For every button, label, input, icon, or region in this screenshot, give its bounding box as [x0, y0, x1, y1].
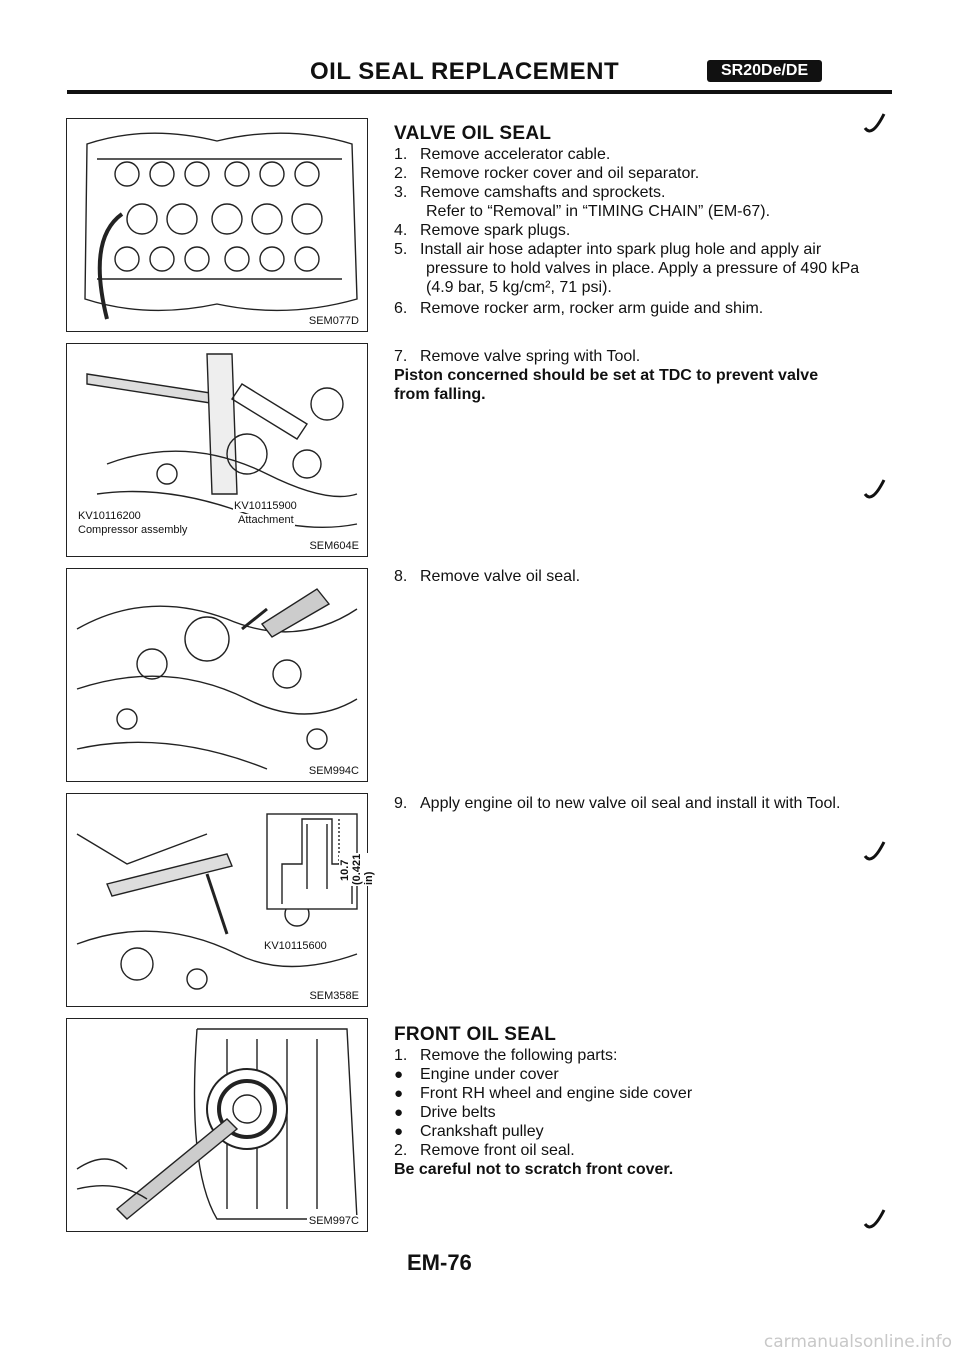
cylinder-head-illustration [84, 132, 358, 320]
step-text: Remove accelerator cable. [420, 146, 611, 163]
check-mark-icon [863, 479, 886, 499]
step-text: Remove valve spring with Tool. [420, 348, 641, 365]
step-7-warning-line-1: Piston concerned should be set at TDC to… [394, 367, 819, 384]
bullet-text: Front RH wheel and engine side cover [420, 1085, 693, 1102]
valve-oil-seal-heading: VALVE OIL SEAL [394, 123, 552, 144]
figure-code: SEM997C [306, 1215, 361, 1227]
step-text: Install air hose adapter into spark plug… [420, 241, 822, 258]
step-text: Remove front oil seal. [420, 1142, 575, 1159]
step-2: 2. Remove rocker cover and oil separator. [394, 165, 894, 183]
check-mark-icon [863, 113, 886, 133]
check-mark-icon [863, 841, 886, 861]
step-number: 2. [394, 165, 408, 182]
page-number: EM-76 [407, 1250, 472, 1275]
seal-height-in: (0.421 in) [351, 852, 375, 886]
step-6: 6. Remove rocker arm, rocker arm guide an… [394, 300, 894, 318]
figure-cylinder-head: SEM077D [66, 118, 368, 332]
front-oil-seal-heading: FRONT OIL SEAL [394, 1024, 557, 1045]
step-7-warning-line-2: from falling. [394, 386, 486, 403]
step-text: Apply engine oil to new valve oil seal a… [420, 795, 841, 812]
figure-code: SEM358E [307, 990, 361, 1002]
tool-callout-compressor: Compressor assembly [77, 524, 189, 536]
bullet-text: Drive belts [420, 1104, 496, 1121]
step-5-line-2: pressure to hold valves in place. Apply … [426, 260, 860, 277]
step-text: Remove rocker cover and oil separator. [420, 165, 700, 182]
bullet-item: ● Engine under cover [394, 1066, 559, 1084]
figure-code: SEM994C [306, 765, 361, 777]
bullet-icon: ● [394, 1066, 404, 1083]
bullet-text: Engine under cover [420, 1066, 559, 1083]
tool-callout-attachment: Attachment [237, 514, 295, 526]
front-oil-seal-illustration [76, 1028, 358, 1220]
valve-spring-compressor-illustration [86, 353, 358, 529]
step-5-line-3: (4.9 bar, 5 kg/cm², 71 psi). [426, 279, 612, 296]
step-number: 3. [394, 184, 408, 201]
page-title: OIL SEAL REPLACEMENT [310, 58, 620, 85]
step-number: 2. [394, 1142, 408, 1159]
step-3-reference: Refer to “Removal” in “TIMING CHAIN” (EM… [426, 203, 771, 220]
install-oil-seal-illustration [76, 813, 358, 990]
step-number: 1. [394, 146, 408, 163]
figure-code: SEM604E [307, 540, 361, 552]
bullet-item: ● Drive belts [394, 1104, 496, 1122]
step-number: 5. [394, 241, 408, 258]
tool-callout-installer: KV10115600 [263, 940, 328, 952]
step-text: Remove valve oil seal. [420, 568, 581, 585]
step-9: 9. Apply engine oil to new valve oil seal… [394, 795, 894, 813]
step-number: 1. [394, 1047, 408, 1064]
check-mark-icon [863, 1209, 886, 1229]
bullet-item: ● Front RH wheel and engine side cover [394, 1085, 692, 1103]
step-1: 1. Remove accelerator cable. [394, 146, 894, 164]
step-number: 6. [394, 300, 408, 317]
step-text: Remove rocker arm, rocker arm guide and … [420, 300, 764, 317]
figure-remove-oil-seal: SEM994C [66, 568, 368, 782]
figure-front-oil-seal: SEM997C [66, 1018, 368, 1232]
bullet-icon: ● [394, 1123, 404, 1140]
remove-oil-seal-illustration [76, 588, 358, 770]
engine-model-badge: SR20De/DE [707, 60, 823, 82]
step-5: 5. Install air hose adapter into spark pl… [394, 241, 894, 259]
tool-callout-attachment-part: KV10115900 [233, 500, 298, 512]
bullet-item: ● Crankshaft pulley [394, 1123, 544, 1141]
front-step-1: 1. Remove the following parts: [394, 1047, 894, 1065]
step-number: 4. [394, 222, 408, 239]
front-step-2: 2. Remove front oil seal. [394, 1142, 894, 1160]
step-number: 9. [394, 795, 408, 812]
step-number: 8. [394, 568, 408, 585]
bullet-icon: ● [394, 1085, 404, 1102]
step-3: 3. Remove camshafts and sprockets. [394, 184, 894, 202]
figure-valve-spring-tool: KV10116200 Compressor assembly KV1011590… [66, 343, 368, 557]
step-7: 7. Remove valve spring with Tool. [394, 348, 894, 366]
step-text: Remove spark plugs. [420, 222, 571, 239]
bullet-icon: ● [394, 1104, 404, 1121]
front-warning: Be careful not to scratch front cover. [394, 1161, 674, 1178]
bullet-text: Crankshaft pulley [420, 1123, 544, 1140]
step-text: Remove camshafts and sprockets. [420, 184, 666, 201]
step-number: 7. [394, 348, 408, 365]
header-rule [67, 90, 892, 94]
step-text: Remove the following parts: [420, 1047, 618, 1064]
tool-callout-compressor-part: KV10116200 [77, 510, 142, 522]
watermark: carmanualsonline.info [763, 1332, 952, 1352]
step-8: 8. Remove valve oil seal. [394, 568, 894, 586]
figure-code: SEM077D [306, 315, 361, 327]
step-4: 4. Remove spark plugs. [394, 222, 894, 240]
figure-install-oil-seal: 10.7 mm (0.421 in) KV10115600 SEM358E [66, 793, 375, 1007]
